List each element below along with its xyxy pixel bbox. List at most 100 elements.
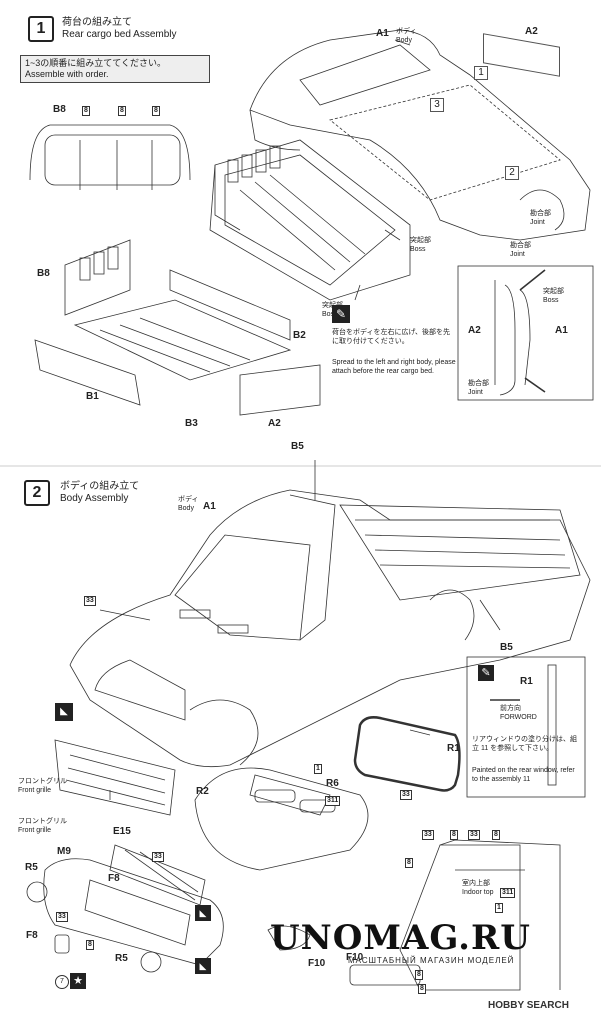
order-num-1: 1 xyxy=(474,66,488,80)
part-label-b5-top: B5 xyxy=(291,441,304,452)
step-2-title-en: Body Assembly xyxy=(60,493,129,504)
tag-8-f10: 8 xyxy=(415,970,423,980)
part-label-b3: B3 xyxy=(185,418,198,429)
part-label-b8: B8 xyxy=(37,268,50,279)
brush-icon: ✎ xyxy=(332,305,350,323)
part-label-b5-bottom: B5 xyxy=(500,642,513,653)
tag-8-b: 8 xyxy=(118,106,126,116)
part-label-b1: B1 xyxy=(86,391,99,402)
forward-en: FORWORD xyxy=(500,714,537,721)
tag-8-indoor-a: 8 xyxy=(450,830,458,840)
joint-jp-2: 勘合部 xyxy=(510,242,531,249)
tag-311-indoor: 311 xyxy=(500,888,516,898)
cargo-bed-exploded-drawing xyxy=(34,239,321,416)
front-grille-en: Front grille xyxy=(18,787,52,794)
indoor-jp: 室内上部 xyxy=(462,880,490,887)
part-label-r1: R1 xyxy=(447,743,460,754)
inset-boss-en: Boss xyxy=(543,297,559,304)
tag-8-c: 8 xyxy=(152,106,160,116)
step-1-title-en: Rear cargo bed Assembly xyxy=(62,29,177,40)
part-label-f8-a: F8 xyxy=(108,873,120,884)
boss-jp-1: 突起部 xyxy=(410,237,431,244)
grille-exploded-drawing xyxy=(26,844,224,973)
joint-detail-drawing xyxy=(494,269,546,396)
tag-33-hood: 33 xyxy=(84,596,96,606)
watermark-logo: UNOMAG.RU xyxy=(270,918,531,958)
tag-33-indoor-a: 33 xyxy=(422,830,434,840)
tailgate-b8-drawing xyxy=(29,124,191,190)
paint-note-strip xyxy=(547,664,557,786)
inset-label-a1: A1 xyxy=(555,325,568,336)
inset-label-a2: A2 xyxy=(468,325,481,336)
front-grille-drawing xyxy=(54,739,176,816)
order-note-en: Assemble with order. xyxy=(25,69,109,79)
tag-8-f10-b: 8 xyxy=(418,984,426,994)
body-jp-label: ボディ xyxy=(396,28,417,35)
tag-33-f8: 33 xyxy=(56,912,68,922)
step2-body-en: Body xyxy=(178,505,194,512)
boss-en-2: Boss xyxy=(322,311,338,318)
indoor-top-drawing xyxy=(349,839,561,991)
part-label-a2: A2 xyxy=(268,418,281,429)
part-label-m9: M9 xyxy=(57,846,71,857)
step-1-title-jp: 荷台の組み立て xyxy=(62,17,132,28)
pickup-body-a1-drawing xyxy=(249,29,591,241)
brush-icon-2: ✎ xyxy=(478,665,494,681)
boss-en-1: Boss xyxy=(410,246,426,253)
indoor-en: Indoor top xyxy=(462,889,494,896)
step-1-number: 1 xyxy=(28,16,54,42)
paint-note-frame xyxy=(466,656,586,798)
part-label-r1-box: R1 xyxy=(520,676,533,687)
step-2-title-jp: ボディの組み立て xyxy=(60,481,140,492)
inset-boss-jp: 突起部 xyxy=(543,288,564,295)
order-note-jp: 1~3の順番に組み立ててください。 xyxy=(25,58,166,68)
part-label-f8-b: F8 xyxy=(26,930,38,941)
tag-33-grille: 33 xyxy=(152,852,164,862)
body-en-label: Body xyxy=(396,37,412,44)
front-grille-en-2: Front grille xyxy=(18,827,52,834)
step2-label-a1: A1 xyxy=(203,501,216,512)
car-body-drawing xyxy=(69,489,591,768)
circled-7: 7 xyxy=(55,975,69,989)
rear-window-r1-drawing xyxy=(353,716,461,792)
part-label-r2: R2 xyxy=(196,786,209,797)
forward-jp: 前方向 xyxy=(500,705,521,712)
front-grille-jp: フロントグリル xyxy=(18,778,67,785)
part-label-r5-b: R5 xyxy=(115,953,128,964)
paint-icon-c: ◣ xyxy=(195,958,211,974)
inset-joint-en: Joint xyxy=(468,389,483,396)
step2-body-jp: ボディ xyxy=(178,496,199,503)
cargo-note-en: Spread to the left and right body, pleas… xyxy=(332,359,456,375)
watermark-subtitle: МАСШТАБНЫЙ МАГАЗИН МОДЕЛЕЙ xyxy=(348,956,515,965)
tag-8-indoor-b: 8 xyxy=(492,830,500,840)
part-label-a2-top: A2 xyxy=(525,26,538,37)
tag-311-mirror: 311 xyxy=(325,796,341,806)
hobby-search-logo: HOBBY SEARCH xyxy=(488,1000,569,1011)
part-label-e15: E15 xyxy=(113,826,131,837)
order-num-2: 2 xyxy=(505,166,519,180)
part-label-b2: B2 xyxy=(293,330,306,341)
joint-detail-frame xyxy=(457,265,594,401)
part-label-f10-a: F10 xyxy=(308,958,326,969)
paint-icon-a: ◣ xyxy=(55,703,73,721)
part-label-a1: A1 xyxy=(376,28,389,39)
order-num-3: 3 xyxy=(430,98,444,112)
rear-note-jp: リアウィンドウの塗り分けは、組立 11 を参照して下さい。 xyxy=(472,736,577,752)
inset-joint-jp: 勘合部 xyxy=(468,380,489,387)
cargo-bed-assembled-drawing xyxy=(209,139,411,301)
tag-8-a: 8 xyxy=(82,106,90,116)
joint-en-2: Joint xyxy=(510,251,525,258)
order-note: 1~3の順番に組み立ててください。 Assemble with order. xyxy=(20,55,210,83)
joint-en-1: Joint xyxy=(530,219,545,226)
tag-8-indoor-c: 8 xyxy=(405,858,413,868)
joint-jp-1: 勘合部 xyxy=(530,210,551,217)
rear-note-en: Painted on the rear window, refer to the… xyxy=(472,767,575,783)
tag-8-f8: 8 xyxy=(86,940,94,950)
windshield-r2-drawing xyxy=(194,767,369,871)
tag-1-indoor: 1 xyxy=(495,903,503,913)
step-2-number: 2 xyxy=(24,480,50,506)
tag-1-mirror: 1 xyxy=(314,764,322,774)
part-label-f10-b: F10 xyxy=(346,952,364,963)
part-label-r6: R6 xyxy=(326,778,339,789)
paint-icon-b: ◣ xyxy=(195,905,211,921)
